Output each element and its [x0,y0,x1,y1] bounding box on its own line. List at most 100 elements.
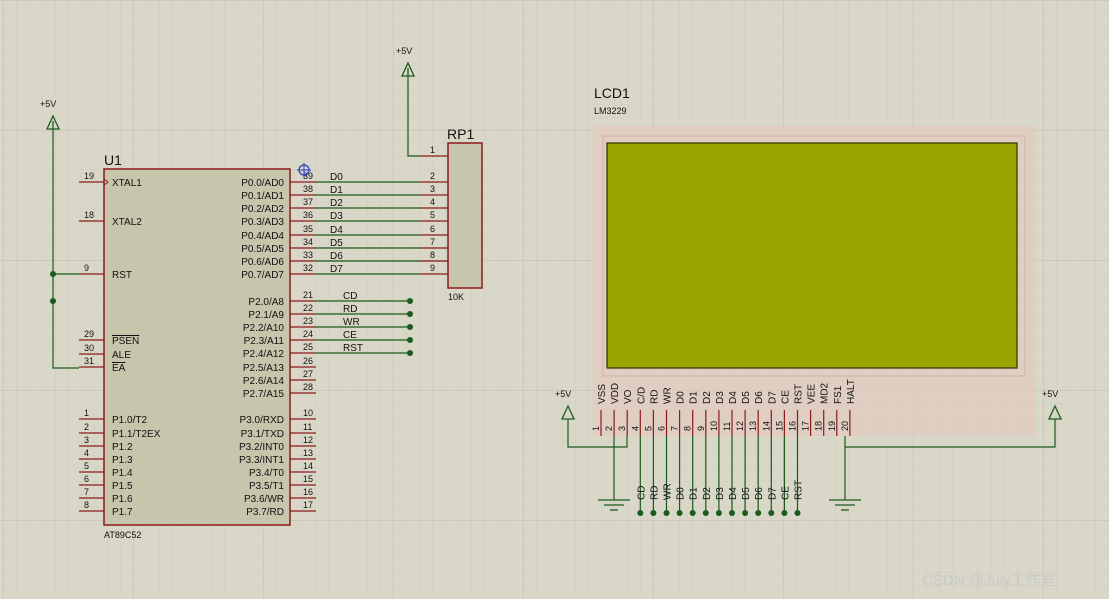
net-terminal [676,510,683,516]
mcu-pin-name: P3.0/RXD [240,415,284,426]
mcu-pin-name: P3.5/T1 [249,481,284,492]
lcd-pin-number: 12 [735,421,745,431]
mcu-pin-name: P3.3/INT1 [239,455,284,466]
mcu-pin-number: 37 [303,197,313,207]
mcu-pin-number: 5 [84,461,89,471]
lcd-ref: LCD1 [594,85,630,101]
lcd-net-label: D7 [767,487,778,500]
lcd-pin-name: D6 [754,391,765,404]
mcu-pin-name: P2.0/A8 [248,297,284,308]
mcu-pin-name: XTAL1 [112,178,142,189]
lcd-pin-number: 7 [670,426,680,431]
lcd-pin-name: CE [780,390,791,404]
rpack-pin-number: 3 [430,184,435,194]
net-label: D7 [330,264,343,275]
mcu-pin-number: 18 [84,210,94,220]
lcd-screen [606,142,1018,369]
mcu-pin-name: P3.7/RD [246,507,284,518]
mcu-pin-name: P2.6/A14 [243,376,285,387]
mcu-pin-name: EA [112,363,126,374]
mcu-pin-name: XTAL2 [112,217,142,228]
mcu-pin-name: P3.6/WR [244,494,284,505]
mcu-u1[interactable]: U1 AT89C52 19XTAL118XTAL29RST29PSEN30ALE… [79,152,316,540]
mcu-pin-number: 22 [303,303,313,313]
lcd-pin-name: D2 [702,391,713,404]
mcu-pin-number: 25 [303,342,313,352]
power-label: +5V [40,99,56,109]
lcd-net-label: D5 [741,487,752,500]
mcu-pin-number: 4 [84,448,89,458]
mcu-ref: U1 [104,152,122,168]
mcu-pin-name: P2.3/A11 [244,336,285,347]
lcd-lcd1[interactable]: LCD1 LM3229 1VSS2VDD3VO4C/D5RD6WR7D08D19… [591,85,1035,436]
mcu-pin-number: 24 [303,329,313,339]
net-label: RD [343,304,357,315]
mcu-pin-name: P1.1/T2EX [112,429,161,440]
rpack-body [447,142,483,289]
lcd-pin-name: D5 [741,391,752,404]
mcu-pin-name: P1.3 [112,455,133,466]
mcu-pin-name: P1.4 [112,468,133,479]
net-label: D5 [330,238,343,249]
lcd-pin-number: 10 [709,421,719,431]
net-terminal [407,298,413,304]
mcu-pin-number: 35 [303,224,313,234]
net-label: CD [343,291,357,302]
rpack-pin-number: 8 [430,250,435,260]
net-terminal [702,510,709,516]
rpack-ref: RP1 [447,126,474,142]
net-label: D2 [330,198,343,209]
mcu-pin-number: 33 [303,250,313,260]
net-label: D1 [330,185,343,196]
mcu-pin-number: 27 [303,369,313,379]
lcd-net-label: D4 [728,487,739,500]
mcu-pin-number: 31 [84,356,94,366]
mcu-pin-name: P0.4/AD4 [241,231,284,242]
mcu-pin-name: P0.0/AD0 [241,178,284,189]
mcu-pin-number: 38 [303,184,313,194]
mcu-pin-name: RST [112,270,132,281]
lcd-pin-name: D4 [728,391,739,404]
lcd-pin-number: 17 [801,421,811,431]
lcd-pin-name: D3 [715,391,726,404]
mcu-pin-number: 30 [84,343,94,353]
net-label: WR [343,317,360,328]
mcu-pin-name: P2.1/A9 [248,310,284,321]
cursor-crosshair-icon [297,163,311,177]
net-label: CE [343,330,357,341]
mcu-pin-name: P0.7/AD7 [241,270,284,281]
mcu-pin-name: P1.5 [112,481,133,492]
net-terminal [755,510,762,516]
lcd-pin-number: 19 [827,421,837,431]
mcu-pin-name: P0.1/AD1 [241,191,284,202]
mcu-pin-number: 7 [84,487,89,497]
mcu-pin-number: 1 [84,408,89,418]
ground-symbol-right [829,499,861,511]
net-label: D6 [330,251,343,262]
mcu-pin-number: 12 [303,435,313,445]
mcu-body [103,168,291,526]
mcu-pin-number: 10 [303,408,313,418]
mcu-pin-name: P0.5/AD5 [241,244,284,255]
rpack-pin-number: 4 [430,197,435,207]
ground-symbol-left [598,499,630,511]
net-terminal [715,510,722,516]
rpack-pin-number: 6 [430,224,435,234]
lcd-pin-number: 1 [591,426,601,431]
lcd-pin-number: 15 [774,421,784,431]
lcd-pin-name: D1 [689,391,700,404]
power-label: +5V [396,46,412,56]
lcd-pin-name: RST [794,384,805,404]
lcd-pin-name: HALT [846,379,857,404]
lcd-pin-number: 18 [814,421,824,431]
net-terminal [768,510,775,516]
lcd-net-label: D3 [715,487,726,500]
mcu-pin-number: 29 [84,329,94,339]
net-label: D4 [330,225,343,236]
mcu-pin-number: 17 [303,500,313,510]
power-label: +5V [1042,389,1058,399]
lcd-pin-number: 16 [788,421,798,431]
